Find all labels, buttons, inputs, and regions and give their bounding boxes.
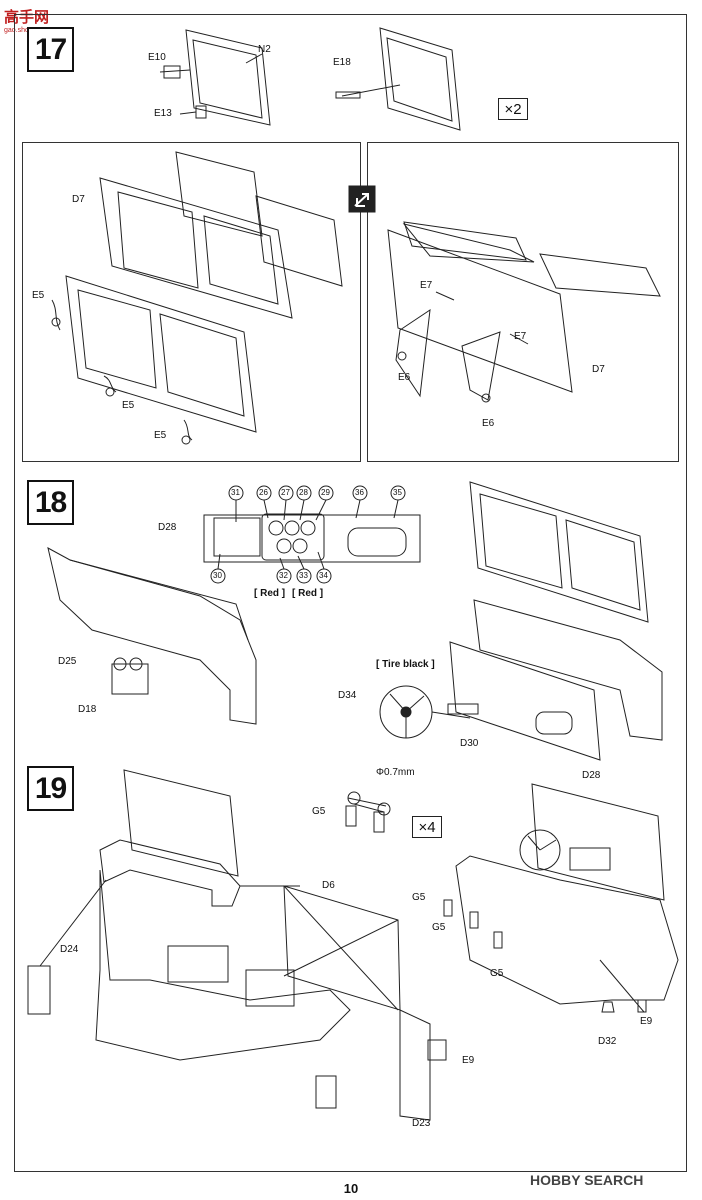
paint-tire-black: [ Tire black ] — [376, 659, 435, 670]
part-label-d18: D18 — [78, 704, 97, 715]
part-label-e6-b: E6 — [482, 418, 495, 429]
part-label-d30: D30 — [460, 738, 479, 749]
part-label-e5-a: E5 — [32, 290, 45, 301]
callout-31: 31 — [231, 488, 240, 497]
part-label-g5-c: G5 — [432, 922, 446, 933]
part-label-d6: D6 — [322, 880, 335, 891]
part-label-e9-left: E9 — [462, 1055, 475, 1066]
part-label-e6-a: E6 — [398, 372, 411, 383]
callout-29: 29 — [321, 488, 330, 497]
step17-multiplier: ×2 — [498, 98, 528, 120]
part-label-e5-c: E5 — [154, 430, 167, 441]
callout-30: 30 — [213, 571, 222, 580]
part-label-d28-top: D28 — [158, 522, 177, 533]
part-label-e7-b: E7 — [514, 331, 527, 342]
part-label-d7-left: D7 — [72, 194, 85, 205]
part-label-g5-b: G5 — [412, 892, 426, 903]
part-label-d25: D25 — [58, 656, 77, 667]
watermark: HOBBY SEARCH — [530, 1172, 644, 1188]
part-label-e9-right: E9 — [640, 1016, 653, 1027]
part-label-e10: E10 — [148, 52, 166, 63]
paint-red-2: [ Red ] — [292, 588, 324, 599]
part-label-e18: E18 — [333, 57, 351, 68]
part-label-g5-d: G5 — [490, 968, 504, 979]
page-number: 10 — [343, 1181, 359, 1196]
paint-red-1: [ Red ] — [254, 588, 286, 599]
part-label-n2: N2 — [258, 44, 271, 55]
step19-multiplier: ×4 — [412, 816, 442, 838]
part-label-g5-pin: G5 — [312, 806, 326, 817]
callout-27: 27 — [281, 488, 290, 497]
callout-26: 26 — [259, 488, 268, 497]
part-label-e5-b: E5 — [122, 400, 135, 411]
part-label-d32: D32 — [598, 1036, 617, 1047]
dimension-label: Φ0.7mm — [376, 767, 415, 778]
part-label-d28-bottom: D28 — [582, 770, 601, 781]
callout-35: 35 — [393, 488, 402, 497]
callout-36: 36 — [355, 488, 364, 497]
part-label-e13: E13 — [154, 108, 172, 119]
part-label-e7-a: E7 — [420, 280, 433, 291]
page-frame — [14, 14, 687, 1172]
part-label-d34: D34 — [338, 690, 357, 701]
callout-34: 34 — [319, 571, 328, 580]
step17-right-panel — [367, 142, 679, 462]
part-label-d23: D23 — [412, 1118, 431, 1129]
callout-28: 28 — [299, 488, 308, 497]
callout-33: 33 — [299, 571, 308, 580]
step-19-badge: 19 — [27, 766, 74, 811]
step-17-badge: 17 — [27, 27, 74, 72]
step-18-badge: 18 — [27, 480, 74, 525]
step17-left-panel — [22, 142, 361, 462]
callout-32: 32 — [279, 571, 288, 580]
part-label-d7-right: D7 — [592, 364, 605, 375]
part-label-d24: D24 — [60, 944, 79, 955]
